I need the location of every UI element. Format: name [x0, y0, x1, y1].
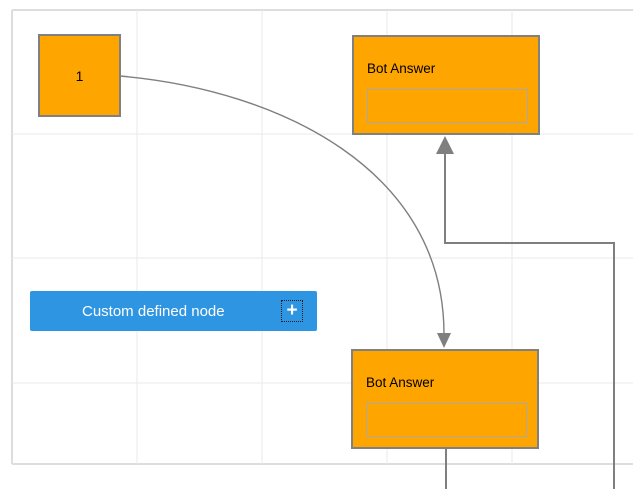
connector-bottom-node-to-top-node[interactable]: [436, 136, 615, 489]
node-title: Bot Answer: [366, 375, 435, 390]
custom-node-label: Custom defined node: [82, 302, 225, 320]
node-bot-answer-top[interactable]: Bot Answer: [352, 35, 540, 135]
connector-curve-start-to-bottom-node[interactable]: [119, 75, 451, 348]
bot-answer-input[interactable]: [367, 89, 528, 123]
ortho-connector-line[interactable]: [444, 154, 615, 489]
arrowhead-down-icon: [437, 333, 451, 348]
node-start-label: 1: [75, 67, 84, 84]
bot-answer-input[interactable]: [366, 403, 527, 437]
node-bot-answer-bottom[interactable]: Bot Answer: [351, 349, 539, 449]
add-node-button[interactable]: +: [281, 300, 303, 322]
curved-connector-line[interactable]: [119, 75, 445, 335]
node-custom-defined[interactable]: Custom defined node +: [30, 291, 317, 331]
plus-icon: +: [286, 299, 298, 321]
node-start[interactable]: 1: [38, 34, 121, 117]
arrowhead-up-icon: [436, 136, 454, 154]
node-title: Bot Answer: [367, 61, 436, 76]
page-border-lines: [11, 9, 633, 465]
